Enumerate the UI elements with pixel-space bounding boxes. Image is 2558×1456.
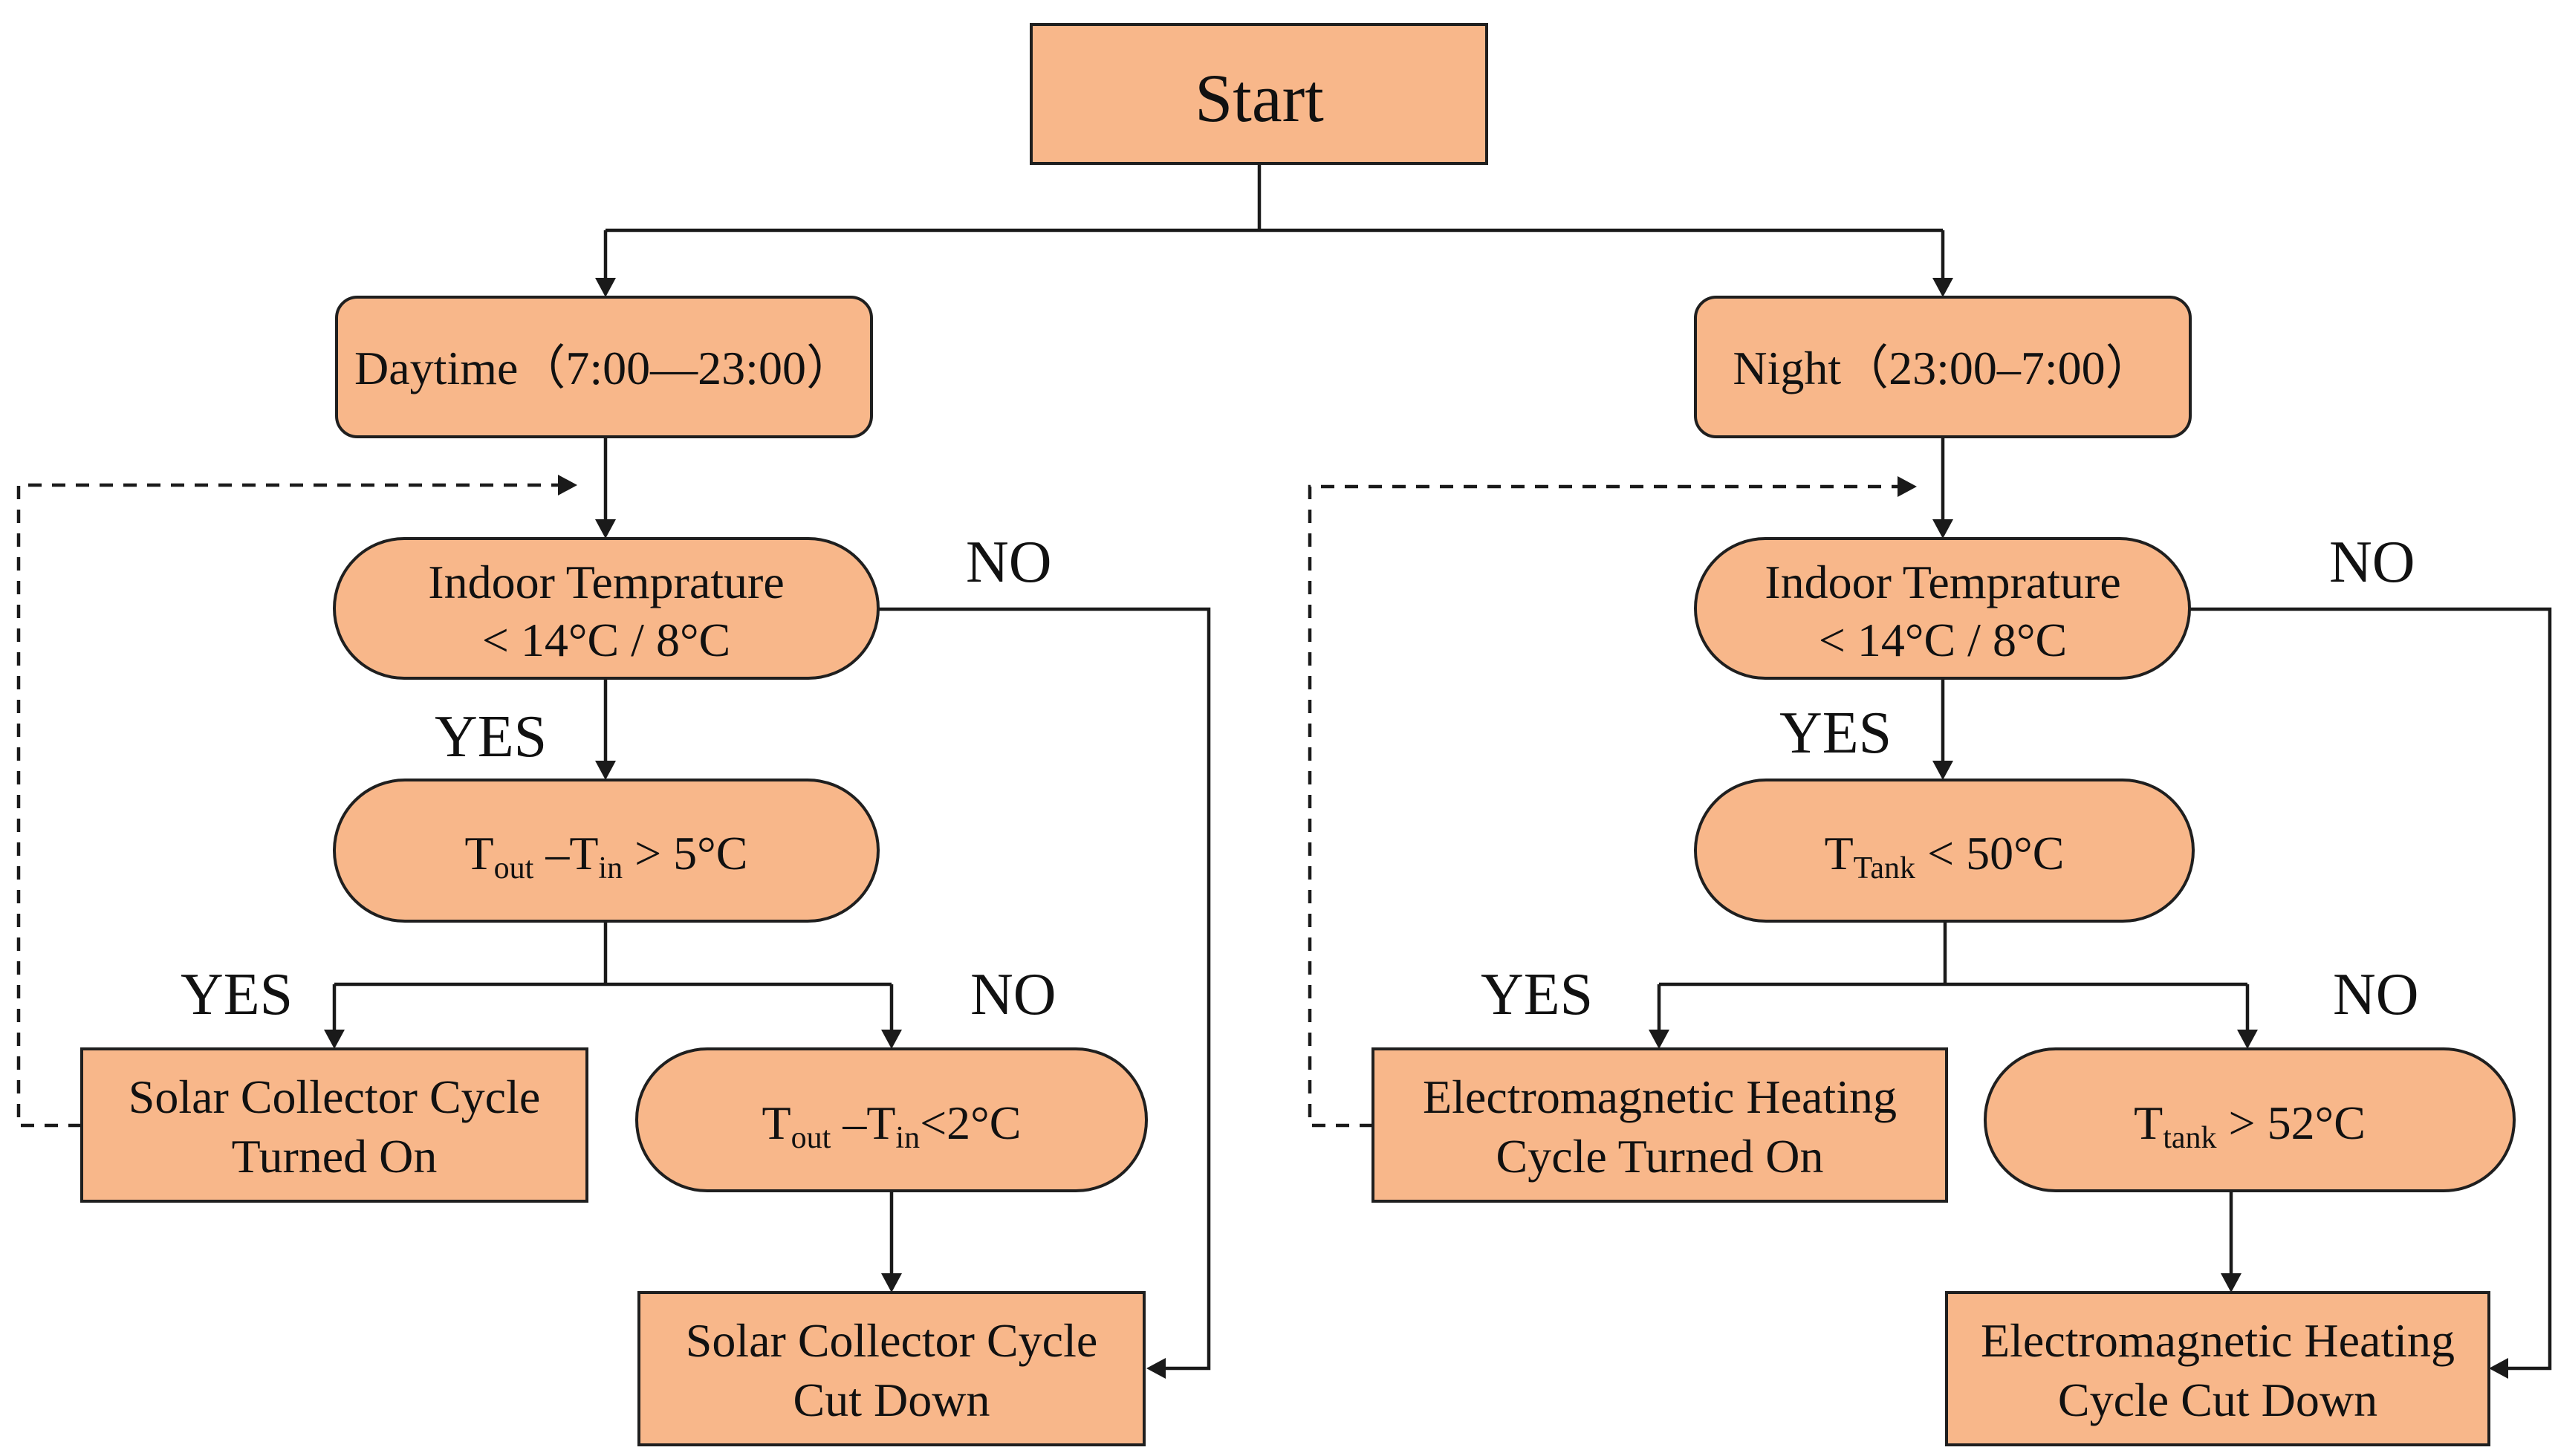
arrowhead (2221, 1273, 2242, 1293)
daytime-label: Daytime（7:00—23:00） (354, 342, 854, 394)
day-indoor-yes-label: YES (435, 704, 547, 770)
night-tank-yes-label: YES (1481, 962, 1593, 1027)
arrowhead (595, 278, 616, 297)
edges (16, 163, 2552, 1379)
night-box (1694, 296, 2192, 438)
solar-cut-line1: Solar Collector Cycle (686, 1314, 1098, 1367)
arrowhead (558, 475, 577, 495)
em-on-box (1371, 1047, 1948, 1203)
day-delta2-label: Tout –Tin<2°C (762, 1096, 1022, 1155)
edge-day-indoor-no (878, 607, 1211, 1371)
start-box (1030, 23, 1488, 165)
arrowhead (2489, 1358, 2508, 1379)
edge-night-indoor-no (2189, 607, 2552, 1371)
arrowhead (1932, 278, 1953, 297)
day-delta2-decision (635, 1047, 1148, 1192)
start-label: Start (1195, 60, 1324, 136)
arrowhead (324, 1030, 345, 1049)
nodes: Start Daytime（7:00—23:00） Night（23:00–7:… (80, 23, 2516, 1446)
day-indoor-line1: Indoor Temprature (428, 556, 785, 608)
day-delta5-decision (333, 779, 880, 923)
day-delta-yes-label: YES (181, 962, 293, 1027)
night-indoor-yes-label: YES (1779, 701, 1892, 766)
night-label: Night（23:00–7:00） (1733, 342, 2152, 394)
em-cut-box (1945, 1291, 2490, 1446)
arrowhead (595, 761, 616, 780)
day-delta5-label: Tout –Tin > 5°C (465, 827, 748, 885)
edge-start-split (603, 163, 1945, 281)
solar-on-line2: Turned On (232, 1130, 438, 1183)
arrowhead (1932, 519, 1953, 539)
edge-night-feedback (1308, 484, 1900, 1128)
edge-night-tank-split (1657, 921, 2250, 1033)
arrowhead (2237, 1030, 2258, 1049)
day-delta-no-label: NO (970, 962, 1056, 1027)
branch-labels: NO YES YES NO NO YES YES NO (181, 530, 2419, 1027)
arrowhead (595, 519, 616, 539)
day-indoor-line2: < 14°C / 8°C (482, 614, 730, 666)
night-tank50-label: TTank < 50°C (1825, 827, 2065, 885)
edge-day-delta-split (332, 921, 894, 1033)
em-on-line2: Cycle Turned On (1496, 1130, 1824, 1183)
edge-day-feedback (16, 483, 561, 1128)
em-cut-line2: Cycle Cut Down (2058, 1374, 2377, 1426)
night-tank52-label: Ttank > 52°C (2134, 1096, 2366, 1155)
arrowhead (1146, 1358, 1166, 1379)
solar-cut-line2: Cut Down (793, 1374, 990, 1426)
solar-on-box (80, 1047, 588, 1203)
solar-on-line1: Solar Collector Cycle (129, 1070, 541, 1123)
arrowhead (881, 1273, 902, 1293)
em-cut-line1: Electromagnetic Heating (1981, 1314, 2455, 1367)
day-indoor-decision (333, 537, 880, 680)
solar-cut-box (637, 1291, 1146, 1446)
night-indoor-no-label: NO (2329, 530, 2415, 595)
day-indoor-no-label: NO (966, 530, 1052, 595)
night-tank52-decision (1984, 1047, 2516, 1192)
arrowhead (1898, 476, 1917, 497)
arrowhead (881, 1030, 902, 1049)
arrowhead (1649, 1030, 1669, 1049)
night-indoor-line1: Indoor Temprature (1765, 556, 2121, 608)
night-indoor-decision (1694, 537, 2191, 680)
night-indoor-line2: < 14°C / 8°C (1819, 614, 2067, 666)
night-tank50-decision (1694, 779, 2195, 923)
arrowhead (1932, 761, 1953, 780)
em-on-line1: Electromagnetic Heating (1423, 1070, 1897, 1123)
night-tank-no-label: NO (2333, 962, 2419, 1027)
daytime-box (335, 296, 873, 438)
